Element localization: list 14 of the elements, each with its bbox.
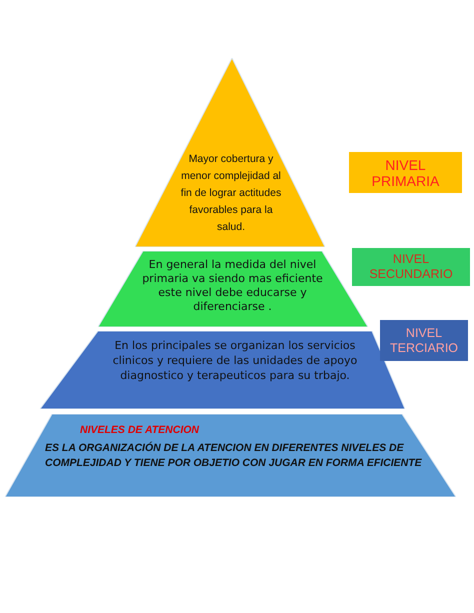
- level-name: NIVEL PRIMARIA: [372, 156, 440, 188]
- pyramid-base-tier: [5, 414, 456, 497]
- level-name: NIVEL TERCIARIO: [390, 326, 458, 356]
- level-label: [352, 248, 470, 286]
- description-text: En general la medida del nivel primaria va siendo mas eficiente este nivel debe educarse y diferenciarse .: [141, 258, 324, 314]
- pyramid-top-tier: [135, 58, 325, 247]
- level-label: [349, 152, 462, 193]
- level-name: NIVEL SECUNDARIO: [369, 252, 453, 282]
- level-label: [380, 320, 468, 361]
- description-text: ES LA ORGANIZACIÓN DE LA ATENCION EN DIFERENTES NIVELES DE COMPLEJIDAD Y TIENE POR OBJETIO CON JUGAR EN FORMA EFICIENTE: [45, 441, 423, 471]
- description-text: Mayor cobertura y menor complejidad al fin de lograr actitudes favorables para la salud.: [180, 152, 282, 235]
- description-text: En los principales se organizan los servicios clinicos y requiere de las unidades de apoyo diagnostico y terapeuticos para su trbajo.: [112, 338, 358, 383]
- heading-text: NIVELES DE ATENCION: [80, 423, 200, 437]
- pyramid-middle-tier: [98, 251, 368, 327]
